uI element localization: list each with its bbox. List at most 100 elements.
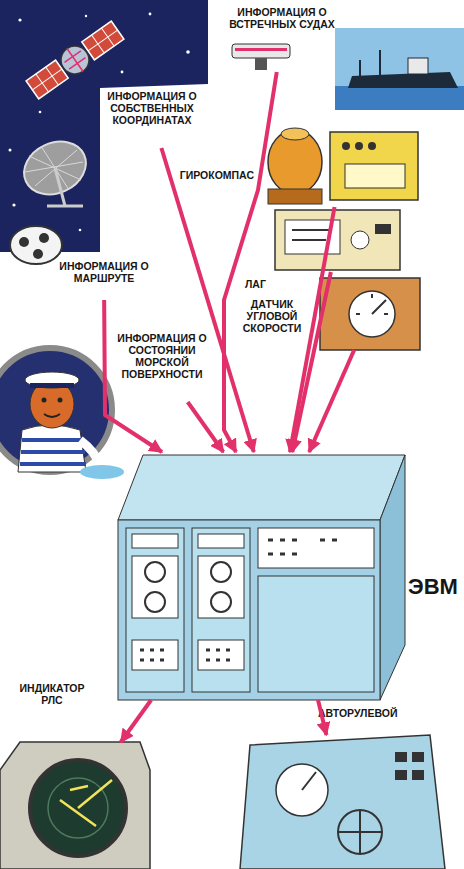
sailor-arm (80, 440, 100, 466)
indicator-lamps (268, 540, 337, 554)
wheel-spokes (338, 810, 382, 854)
node-label: ЭВМ (408, 574, 464, 599)
switch (395, 752, 407, 762)
module-panel (132, 534, 178, 548)
radar-scanner (232, 44, 290, 58)
star (186, 50, 190, 54)
signal-arrow (290, 207, 335, 452)
ship-hull (348, 72, 458, 88)
module-panel (198, 534, 244, 548)
star (9, 149, 12, 152)
gyro-cap (281, 128, 309, 140)
tape-reel (211, 592, 231, 612)
dish-antenna (15, 132, 94, 206)
star (85, 15, 87, 17)
knob (342, 142, 350, 150)
indicator-lamps (140, 650, 164, 660)
reel-hole (19, 237, 29, 247)
module-panel (132, 640, 178, 670)
radar-screen (30, 760, 126, 856)
lag-device (275, 210, 400, 270)
star (79, 229, 82, 232)
tape-reel (145, 562, 165, 582)
scanner-pedestal (255, 58, 267, 70)
radar-echo (60, 780, 112, 826)
star (121, 71, 124, 74)
autopilot-console (240, 735, 445, 869)
sailor-eye (42, 398, 47, 403)
lag-window (285, 220, 340, 254)
computer-top (118, 455, 405, 520)
signal-arrow (309, 350, 354, 452)
star (149, 13, 152, 16)
dish-mesh (25, 146, 83, 190)
signal-arrow (188, 402, 224, 452)
knob (368, 142, 376, 150)
panel-grid (26, 21, 124, 99)
tape-reel (211, 562, 231, 582)
signal-arrow (318, 700, 326, 735)
signal-arrow (121, 700, 151, 742)
source-box: ИНФОРМАЦИЯ О МАРШРУТЕ (52, 258, 156, 300)
autopilot-dial (276, 764, 328, 816)
node-label: ДАТЧИК УГЛОВОЙ СКОРОСТИ (228, 298, 316, 334)
lag-dial (351, 231, 369, 249)
source-box: ИНФОРМАЦИЯ О ВСТРЕЧНЫХ СУДАХ (226, 6, 338, 72)
star (39, 111, 42, 114)
cap-band (30, 383, 74, 388)
tape-module (192, 528, 250, 692)
switch (412, 752, 424, 762)
star (12, 203, 15, 206)
tape-module (126, 528, 184, 692)
gyro-base (268, 189, 322, 204)
reel-hole (33, 249, 43, 259)
star (18, 18, 21, 21)
node-label: ЛАГ (245, 278, 275, 290)
node-label: АВТОРУЛЕВОЙ (318, 707, 428, 719)
steering-wheel (338, 810, 382, 854)
dish-stand (47, 168, 83, 206)
lag-readout (292, 230, 332, 240)
gyro-scale (345, 164, 405, 188)
sea (335, 86, 464, 110)
ship-bridge (408, 58, 428, 74)
scanner-stripe (235, 48, 287, 51)
rate-sensor (320, 278, 420, 350)
node-label: ИНФОРМАЦИЯ О СОБСТВЕННЫХ КООРДИНАТАХ (96, 90, 208, 126)
tape-reel (145, 592, 165, 612)
node-label: ИНДИКАТОР РЛС (12, 682, 92, 706)
node-label: ИНФОРМАЦИЯ О СОСТОЯНИИ МОРСКОЙ ПОВЕРХНОС… (112, 332, 212, 380)
signal-arrow (292, 272, 331, 452)
computer-side (380, 455, 405, 700)
night-sky (0, 0, 208, 252)
gyro-repeater (330, 132, 418, 200)
satellite-body (56, 41, 95, 80)
sailor-mouth (44, 414, 60, 417)
control-panel (258, 528, 374, 568)
rate-dial (349, 291, 395, 337)
device-box: ЛАГ (275, 210, 400, 272)
cabinet-door (258, 576, 374, 692)
source-box: ИНФОРМАЦИЯ О СОБСТВЕННЫХ КООРДИНАТАХ (96, 86, 208, 148)
switch (395, 770, 407, 780)
signal-arrow (104, 300, 162, 452)
indicator-lamps (206, 650, 230, 660)
sailor-eye (58, 398, 63, 403)
dial-needle (356, 294, 388, 314)
sailor-face (30, 380, 74, 428)
display-box: ИНДИКАТОР РЛС (0, 742, 150, 869)
node-label: ГИРОКОМПАС (170, 169, 254, 181)
sky-over-sea (335, 28, 464, 110)
satellite-detail (59, 43, 91, 77)
satellite (24, 19, 125, 102)
switch (412, 770, 424, 780)
tape-window (132, 556, 178, 618)
module-frame (126, 528, 184, 692)
computer-front (118, 520, 380, 700)
module-frame (192, 528, 250, 692)
computer-box: ЭВМ (118, 452, 406, 700)
module-panel (198, 640, 244, 670)
node-label: ИНФОРМАЦИЯ О ВСТРЕЧНЫХ СУДАХ (226, 6, 338, 30)
